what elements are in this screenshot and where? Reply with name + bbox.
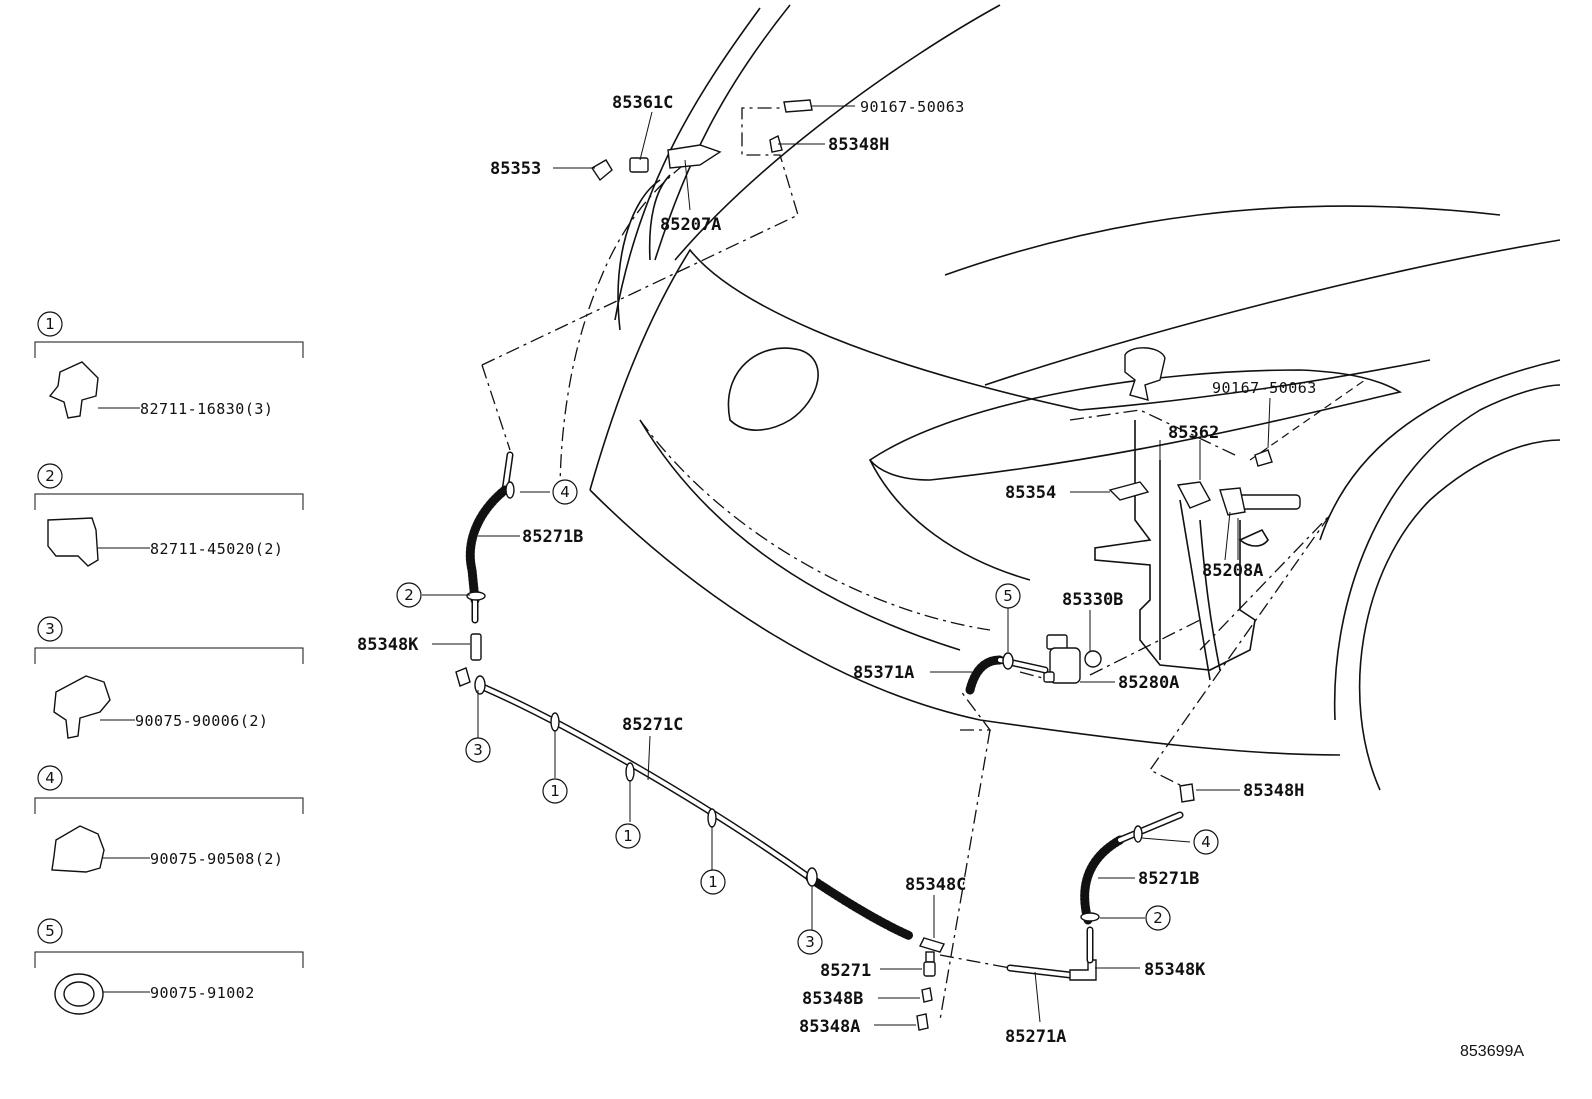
vehicle-body-outline [589,4,1561,791]
label-90167-50063-top: 90167-50063 [860,98,965,116]
clip-marker-1-c: 1 [700,869,726,895]
clip-icon-1 [48,361,99,419]
svg-text:1: 1 [45,315,55,333]
figure-reference-number: 853699A [1460,1043,1524,1060]
svg-text:3: 3 [45,620,55,638]
label-90167-50063-right: 90167-50063 [1212,379,1317,397]
clip-icon-4 [51,825,105,873]
svg-text:1: 1 [550,782,560,800]
clip-icon-2 [47,517,99,567]
label-85271A: 85271A [1005,1027,1066,1047]
clip-marker-1-a: 1 [542,778,568,804]
clip-marker-4-left: 4 [552,479,578,505]
legend-item-2: 2 82711-45020(2) [34,463,304,567]
clip-marker-4-right: 4 [1193,829,1219,855]
clip-marker-5: 5 [995,583,1021,609]
svg-text:4: 4 [1201,833,1211,851]
label-85271C: 85271C [622,715,683,735]
svg-text:5: 5 [45,922,55,940]
hoses [455,451,1195,1031]
label-85362: 85362 [1168,423,1219,443]
leader-lines [422,105,1271,1026]
headlamp-cleaner-right [1108,449,1301,516]
legend-part-1: 82711-16830(3) [140,400,273,418]
label-85353: 85353 [490,159,541,179]
clip-marker-1-b: 1 [615,823,641,849]
label-85348A: 85348A [799,1017,860,1037]
clip-markers: 4 2 3 1 1 1 3 4 [396,479,1219,955]
hose-routing-dashed-lines [481,107,1366,1021]
washer-pump [1043,634,1102,684]
label-85361C: 85361C [612,93,673,113]
label-85348K-right: 85348K [1144,960,1206,980]
clip-marker-2-right: 2 [1145,905,1171,931]
label-85280A: 85280A [1118,673,1179,693]
svg-text:3: 3 [805,933,815,951]
svg-text:2: 2 [404,586,414,604]
legend-part-3: 90075-90006(2) [135,712,268,730]
label-85207A: 85207A [660,215,721,235]
legend-part-4: 90075-90508(2) [150,850,283,868]
label-85330B: 85330B [1062,590,1123,610]
label-85271: 85271 [820,961,871,981]
label-85348H-top: 85348H [828,135,889,155]
label-85348C: 85348C [905,875,966,895]
label-85348K-left: 85348K [357,635,419,655]
label-85271B-left: 85271B [522,527,583,547]
svg-text:4: 4 [560,483,570,501]
legend-part-2: 82711-45020(2) [150,540,283,558]
label-85208A: 85208A [1202,561,1263,581]
label-85354: 85354 [1005,483,1056,503]
legend-item-5: 5 90075-91002 [34,918,304,1015]
legend-part-5: 90075-91002 [150,984,255,1002]
legend-item-4: 4 90075-90508(2) [34,765,304,873]
legend-item-3: 3 90075-90006(2) [34,616,304,739]
svg-text:1: 1 [708,873,718,891]
clip-marker-3-left: 3 [465,737,491,763]
label-85348H-right: 85348H [1243,781,1304,801]
svg-text:2: 2 [45,467,55,485]
clip-marker-2-left: 2 [396,582,422,608]
clip-icon-3 [53,675,111,739]
svg-text:2: 2 [1153,909,1163,927]
legend-item-1: 1 82711-16830(3) [34,311,304,419]
clip-marker-3-b: 3 [797,929,823,955]
svg-text:1: 1 [623,827,633,845]
label-85371A: 85371A [853,663,914,683]
washer-reservoir [1094,347,1269,681]
label-85348B: 85348B [802,989,863,1009]
headlamp-cleaner-top [591,99,813,182]
label-85271B-right: 85271B [1138,869,1199,889]
part-number-labels: 85361C 90167-50063 85348H 85353 85207A 8… [357,93,1317,1047]
clip-legend: 1 82711-16830(3) 2 82711-45020(2) 3 9007… [34,311,304,1015]
svg-text:4: 4 [45,769,55,787]
svg-text:3: 3 [473,741,483,759]
svg-text:5: 5 [1003,587,1013,605]
